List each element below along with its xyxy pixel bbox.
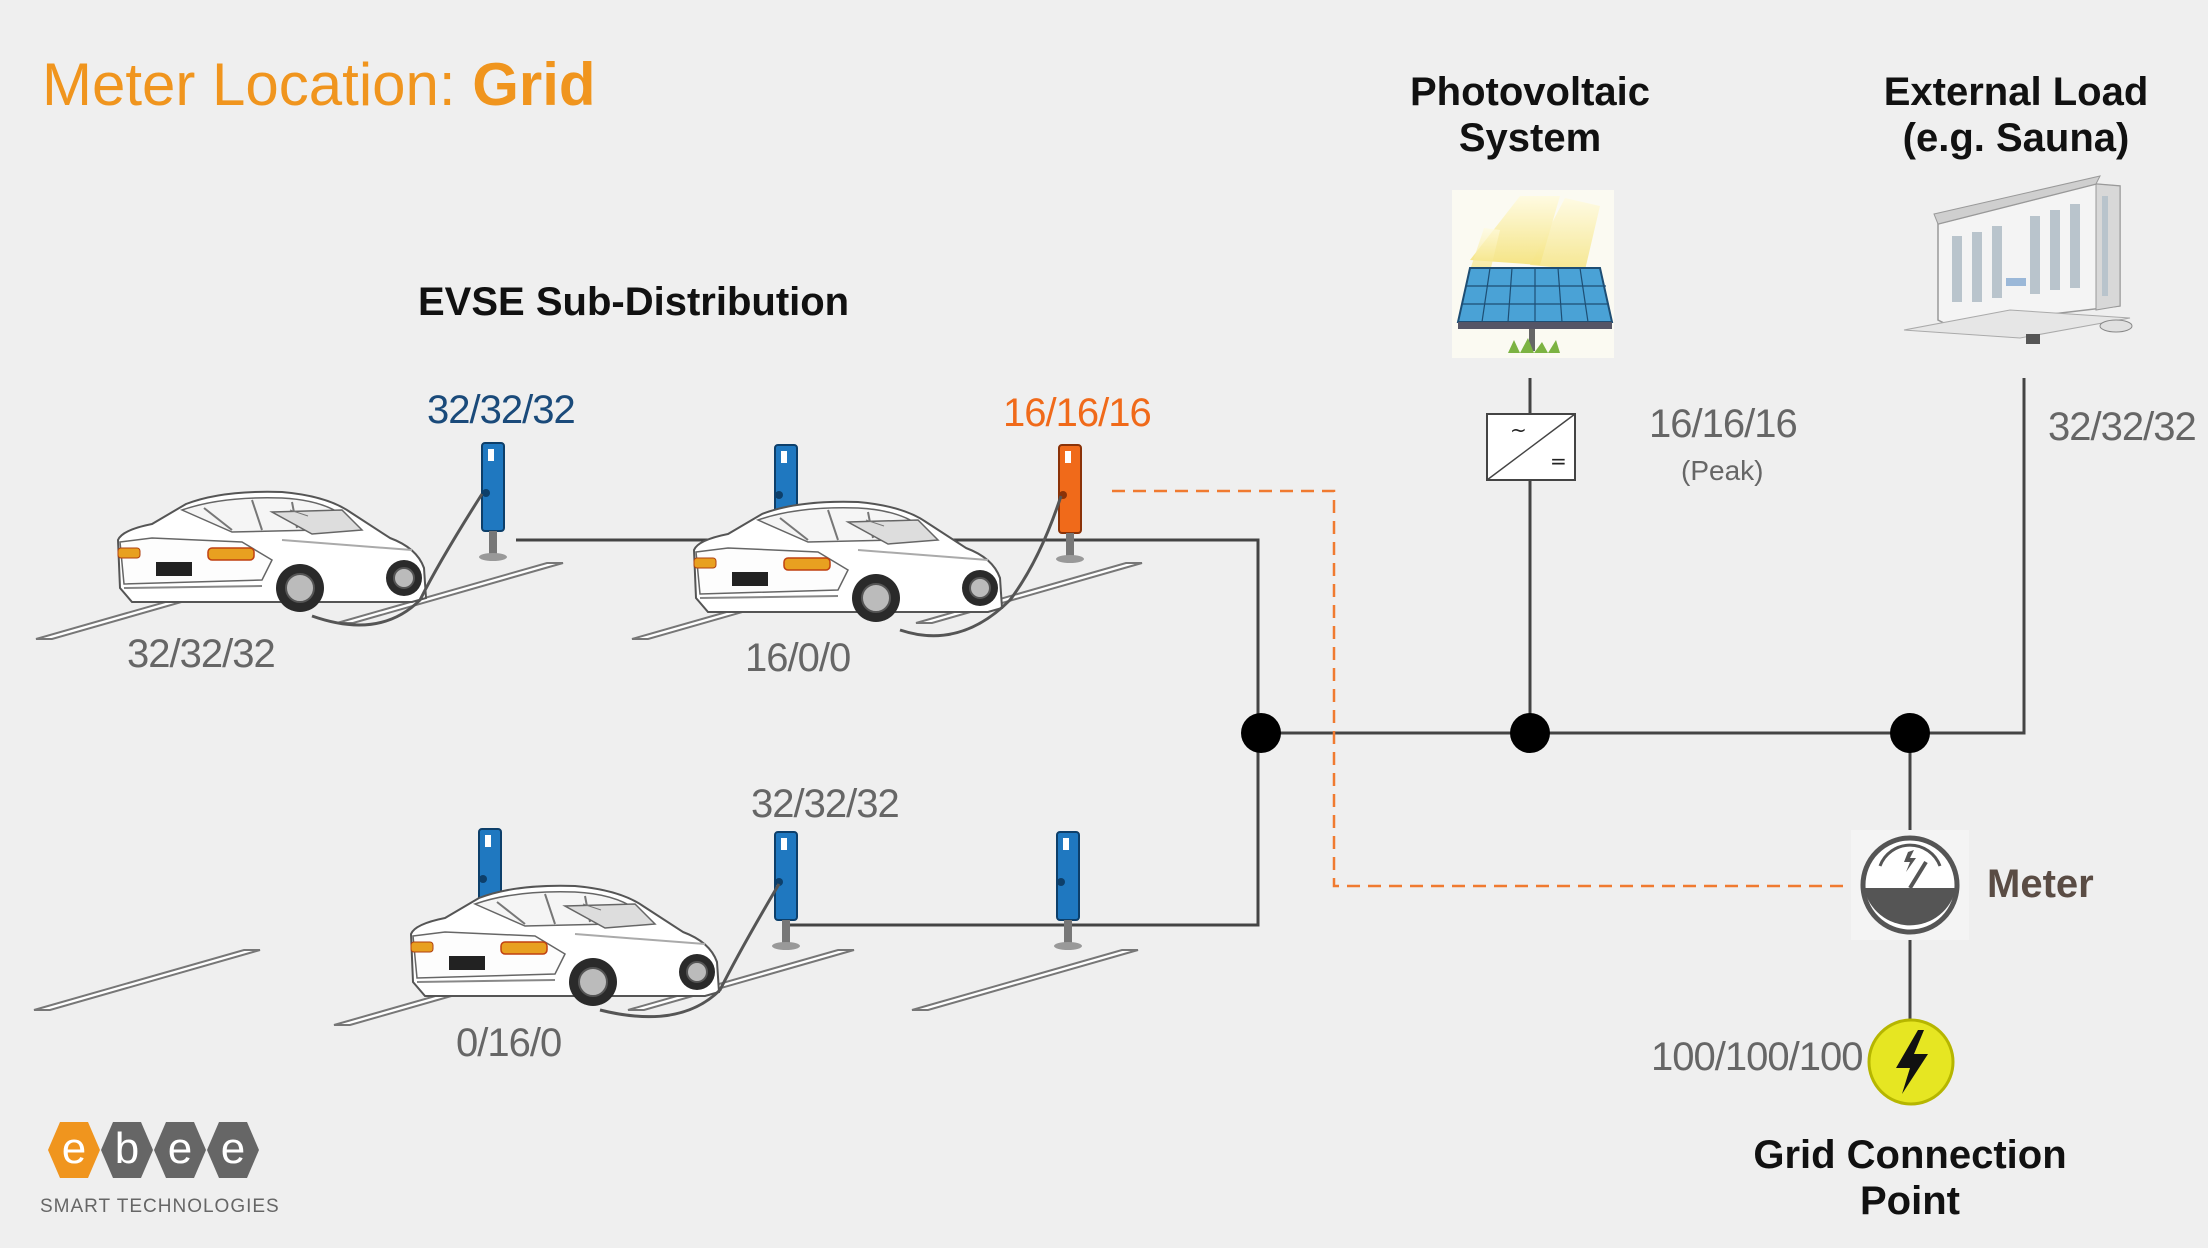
meter-label: Meter: [1987, 862, 2094, 906]
ebee-logo: e b e e: [48, 1122, 260, 1178]
page-title: Meter Location: Grid: [42, 50, 596, 119]
evse-sub-distribution-heading: EVSE Sub-Distribution: [418, 280, 850, 324]
parking-stripe: [911, 949, 1139, 1011]
photovoltaic-value: 16/16/16: [1649, 402, 1798, 446]
meter-icon: [1851, 830, 1969, 940]
photovoltaic-panel-image: [1452, 190, 1614, 358]
ebee-logo-icon: [48, 1122, 259, 1178]
junction-dot-evse: [1241, 713, 1281, 753]
car-3-value: 0/16/0: [456, 1021, 562, 1065]
inverter-dc-symbol: =: [1550, 449, 1567, 473]
photovoltaic-peak-note: (Peak): [1681, 455, 1764, 486]
junction-dot-meter: [1890, 713, 1930, 753]
charger-1-value: 32/32/32: [427, 388, 576, 432]
logo-subtitle: SMART TECHNOLOGIES: [40, 1196, 280, 1217]
external-load-building-image: [1903, 175, 2133, 344]
external-load-line: [1910, 378, 2026, 735]
logo-letter-b: b: [114, 1124, 140, 1173]
car-1-value: 32/32/32: [127, 632, 276, 676]
car-2-value: 16/0/0: [745, 636, 851, 680]
wiring: [516, 378, 2026, 1020]
photovoltaic-heading-line2: System: [1458, 116, 1602, 160]
title-emphasis: Grid: [472, 51, 596, 118]
electric-car-1: [117, 490, 427, 613]
charger-5-value: 32/32/32: [751, 782, 900, 826]
evse-lower-bus: [790, 730, 1260, 927]
meter-control-dashed-line: [1112, 489, 1850, 888]
photovoltaic-heading-line1: Photovoltaic: [1409, 70, 1651, 114]
logo-letter-e: e: [167, 1124, 193, 1173]
charger-station-3-limited: [1055, 444, 1085, 564]
grid-connection-value: 100/100/100: [1651, 1035, 1863, 1079]
parking-stripe: [33, 949, 261, 1011]
charger-station-1: [478, 442, 508, 562]
photovoltaic-heading: Photovoltaic System: [1350, 69, 1710, 161]
external-load-heading-line1: External Load: [1883, 70, 2149, 114]
charging-cables: [311, 493, 1063, 1019]
charger-station-6: [1053, 831, 1083, 951]
external-load-heading-line2: (e.g. Sauna): [1902, 116, 2130, 160]
grid-connection-heading-line2: Point: [1860, 1179, 1960, 1223]
charger-3-value: 16/16/16: [1003, 391, 1152, 435]
grid-connection-point-icon: [1867, 1018, 1955, 1106]
electric-car-3: [410, 884, 720, 1007]
external-load-value: 32/32/32: [2048, 405, 2197, 449]
inverter-ac-symbol: ~: [1510, 418, 1527, 442]
electric-car-2: [693, 500, 1003, 623]
logo-letter-e: e: [220, 1124, 246, 1173]
grid-connection-heading: Grid Connection Point: [1730, 1132, 2090, 1224]
junction-dot-pv: [1510, 713, 1550, 753]
title-prefix: Meter Location:: [42, 51, 473, 118]
logo-letter-e: e: [61, 1124, 87, 1173]
inverter-box: [1486, 413, 1576, 481]
external-load-heading: External Load (e.g. Sauna): [1836, 69, 2196, 161]
grid-connection-heading-line1: Grid Connection: [1753, 1133, 2067, 1177]
